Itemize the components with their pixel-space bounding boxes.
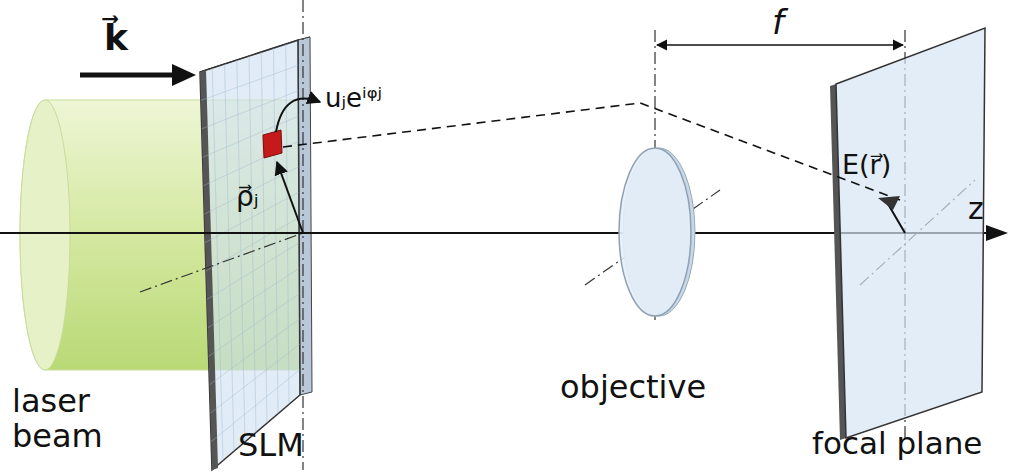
beam-end: [20, 100, 70, 370]
slm-plate: [200, 40, 300, 470]
field-vector: [888, 204, 905, 233]
part-name: focal plane: [812, 426, 982, 460]
part-name: laser beam: [12, 384, 162, 454]
focal-length-label: f: [772, 4, 784, 41]
focal-plane: [836, 28, 985, 438]
slm-thickness: [200, 70, 218, 470]
part-name: SLM: [238, 428, 304, 463]
slm-pixel: [263, 130, 282, 158]
field-label: E(r⃗): [842, 150, 891, 180]
axis-arrow-head: [986, 225, 1008, 241]
focal-length-dimension: [657, 44, 903, 46]
part-name: objective: [560, 370, 706, 405]
pixel-amplitude-label: uⱼeⁱᵠʲ: [325, 84, 382, 113]
objective-lens: [619, 148, 691, 316]
axis-label: z: [968, 192, 984, 225]
position-vector-label: ρ⃗ⱼ: [236, 182, 259, 213]
ray-path: [283, 103, 900, 200]
arrow-head: [172, 64, 196, 86]
field-arrow-head: [878, 196, 900, 210]
callout-arrow: [276, 99, 320, 132]
position-vector: [277, 162, 303, 233]
wave-vector-label: k⃗: [104, 18, 128, 58]
wave-vector-arrow: [80, 73, 176, 78]
